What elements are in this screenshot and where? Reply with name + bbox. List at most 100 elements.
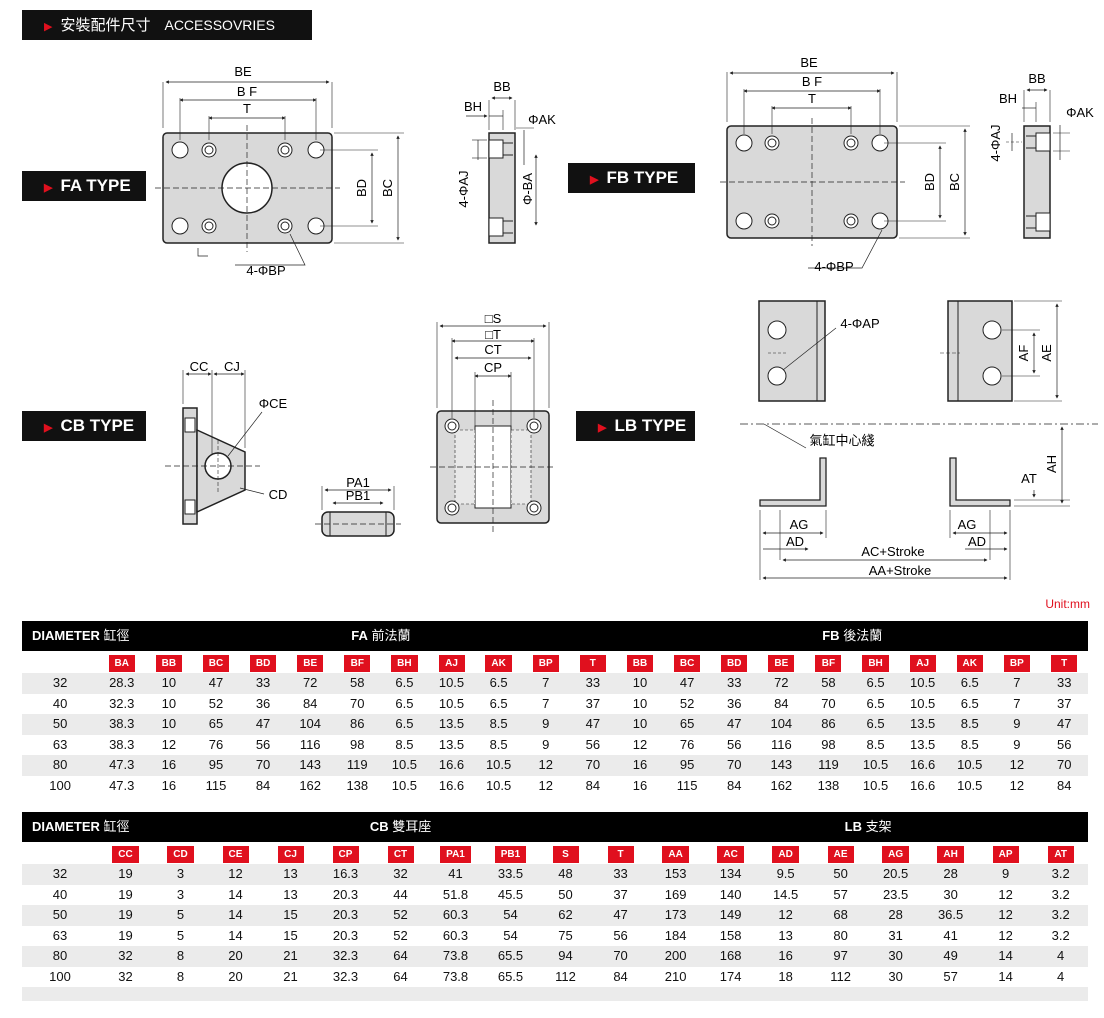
table-cell: 16 — [758, 946, 814, 967]
column-header-label: AP — [992, 845, 1019, 863]
column-header: S — [538, 842, 593, 864]
column-header-label: PA1 — [440, 845, 471, 863]
table-cell: 10.5 — [475, 755, 523, 776]
column-header-label: CC — [112, 845, 139, 863]
table-cell: 168 — [703, 946, 759, 967]
fb-dim-bd: BD — [922, 173, 937, 191]
table-cell: 10.5 — [427, 673, 476, 694]
table-cell: 9.5 — [758, 864, 814, 885]
table-cell: 76 — [208, 736, 224, 752]
fa-dim-aj: 4-ΦAJ — [456, 170, 471, 207]
table-cell: 68 — [813, 905, 869, 926]
table-cell: 13.5 — [909, 736, 936, 752]
table-cell: 7 — [1013, 695, 1021, 711]
fa-dim-be: BE — [234, 64, 252, 79]
table-cell: 47 — [593, 905, 649, 926]
table-cell: 56 — [1056, 736, 1072, 752]
table-cell: 12 — [538, 777, 553, 793]
table-cell: 7 — [522, 673, 570, 694]
column-header: PB1 — [483, 842, 538, 864]
table-cell: 6.5 — [960, 695, 979, 711]
table-cell: 20.3 — [318, 905, 373, 926]
column-header: PA1 — [428, 842, 483, 864]
lb-dim-ad-right: AD — [968, 534, 986, 549]
table-cell: 65.5 — [483, 946, 538, 967]
table-cell: 10.5 — [909, 695, 936, 711]
table-cell: 56 — [585, 736, 601, 752]
lb-dim-af: AF — [1016, 345, 1031, 362]
table-cell: 47 — [569, 714, 617, 735]
column-header: BB — [616, 651, 664, 673]
triangle-icon: ▶ — [44, 422, 53, 434]
table-cell: 7 — [993, 673, 1041, 694]
cb-pin-view — [315, 486, 401, 537]
column-header: AT — [1033, 842, 1089, 864]
table-cell: 10 — [616, 714, 664, 735]
lb-side-plate — [940, 300, 1062, 402]
column-header-label: AC — [717, 845, 744, 863]
fb-dim-bf: B F — [802, 74, 822, 89]
table-cell: 70 — [569, 755, 617, 776]
column-header-label: CJ — [277, 845, 304, 863]
lb-header: LB 支架 — [648, 812, 1089, 842]
table-cell: 47 — [192, 673, 240, 694]
diameter-cell: 100 — [49, 777, 71, 793]
lb-label: LB — [844, 819, 863, 834]
table-cell: 52 — [679, 695, 695, 711]
lb-dim-ac-stroke: AC+Stroke — [861, 544, 924, 559]
table-cell: 200 — [648, 946, 704, 967]
table-cell: 6.5 — [851, 714, 900, 735]
column-header: CD — [153, 842, 208, 864]
fb-dim-bc: BC — [947, 173, 962, 191]
column-header: AE — [813, 842, 869, 864]
table-cell: 112 — [555, 968, 576, 984]
column-header: AD — [758, 842, 814, 864]
table-cell: 10.5 — [957, 777, 983, 793]
table-cell: 6.5 — [380, 673, 428, 694]
table-cell: 84 — [726, 777, 742, 793]
diameter-cn: 缸徑 — [103, 819, 130, 834]
table-cell: 58 — [804, 673, 852, 694]
diameter-label: DIAMETER — [32, 819, 100, 834]
table-cell: 47.3 — [109, 777, 135, 793]
table-cell: 47 — [1040, 714, 1088, 735]
column-header-label: T — [1051, 654, 1078, 672]
table-cell: 12 — [758, 905, 814, 926]
table-cell: 60.3 — [428, 905, 483, 926]
table-cell: 56 — [613, 927, 628, 943]
table-cell: 31 — [888, 927, 903, 943]
table-cell: 20.5 — [868, 864, 924, 885]
column-header: AG — [868, 842, 924, 864]
table-cell: 98 — [350, 736, 365, 752]
table-cell: 15 — [263, 905, 318, 926]
table-cell: 23.5 — [882, 886, 909, 902]
table-cell: 14.5 — [772, 886, 799, 902]
table-cell: 32 — [98, 946, 153, 967]
table-cell: 49 — [923, 946, 979, 967]
table-cell: 14 — [228, 927, 243, 943]
diameter-cell: 80 — [22, 755, 99, 776]
fb-dim-bb: BB — [1028, 71, 1045, 86]
lb-dim-ad-left: AD — [786, 534, 804, 549]
table-cell: 14 — [998, 968, 1013, 984]
table-cell: 10.5 — [380, 755, 428, 776]
fb-dim-bp: 4-ΦBP — [814, 259, 853, 274]
column-header: AP — [978, 842, 1034, 864]
fa-type-label: ▶FA TYPE — [22, 171, 146, 201]
table-cell: 5 — [153, 905, 208, 926]
column-header: BC — [663, 651, 711, 673]
table-cell: 33 — [710, 673, 758, 694]
column-header-label: AK — [485, 654, 512, 672]
column-header-label: AG — [882, 845, 910, 863]
table-cell: 119 — [804, 755, 852, 776]
table-cell: 8.5 — [489, 736, 508, 752]
column-header-label: AH — [937, 845, 964, 863]
table-cell: 10 — [161, 695, 177, 711]
table-cell: 16.6 — [909, 777, 936, 793]
technical-drawings: BE B F T BD BC 4-ΦBP BB BH ΦAK 4-ΦAJ Φ-B… — [155, 55, 1098, 580]
fb-dim-ak: ΦAK — [1066, 105, 1094, 120]
